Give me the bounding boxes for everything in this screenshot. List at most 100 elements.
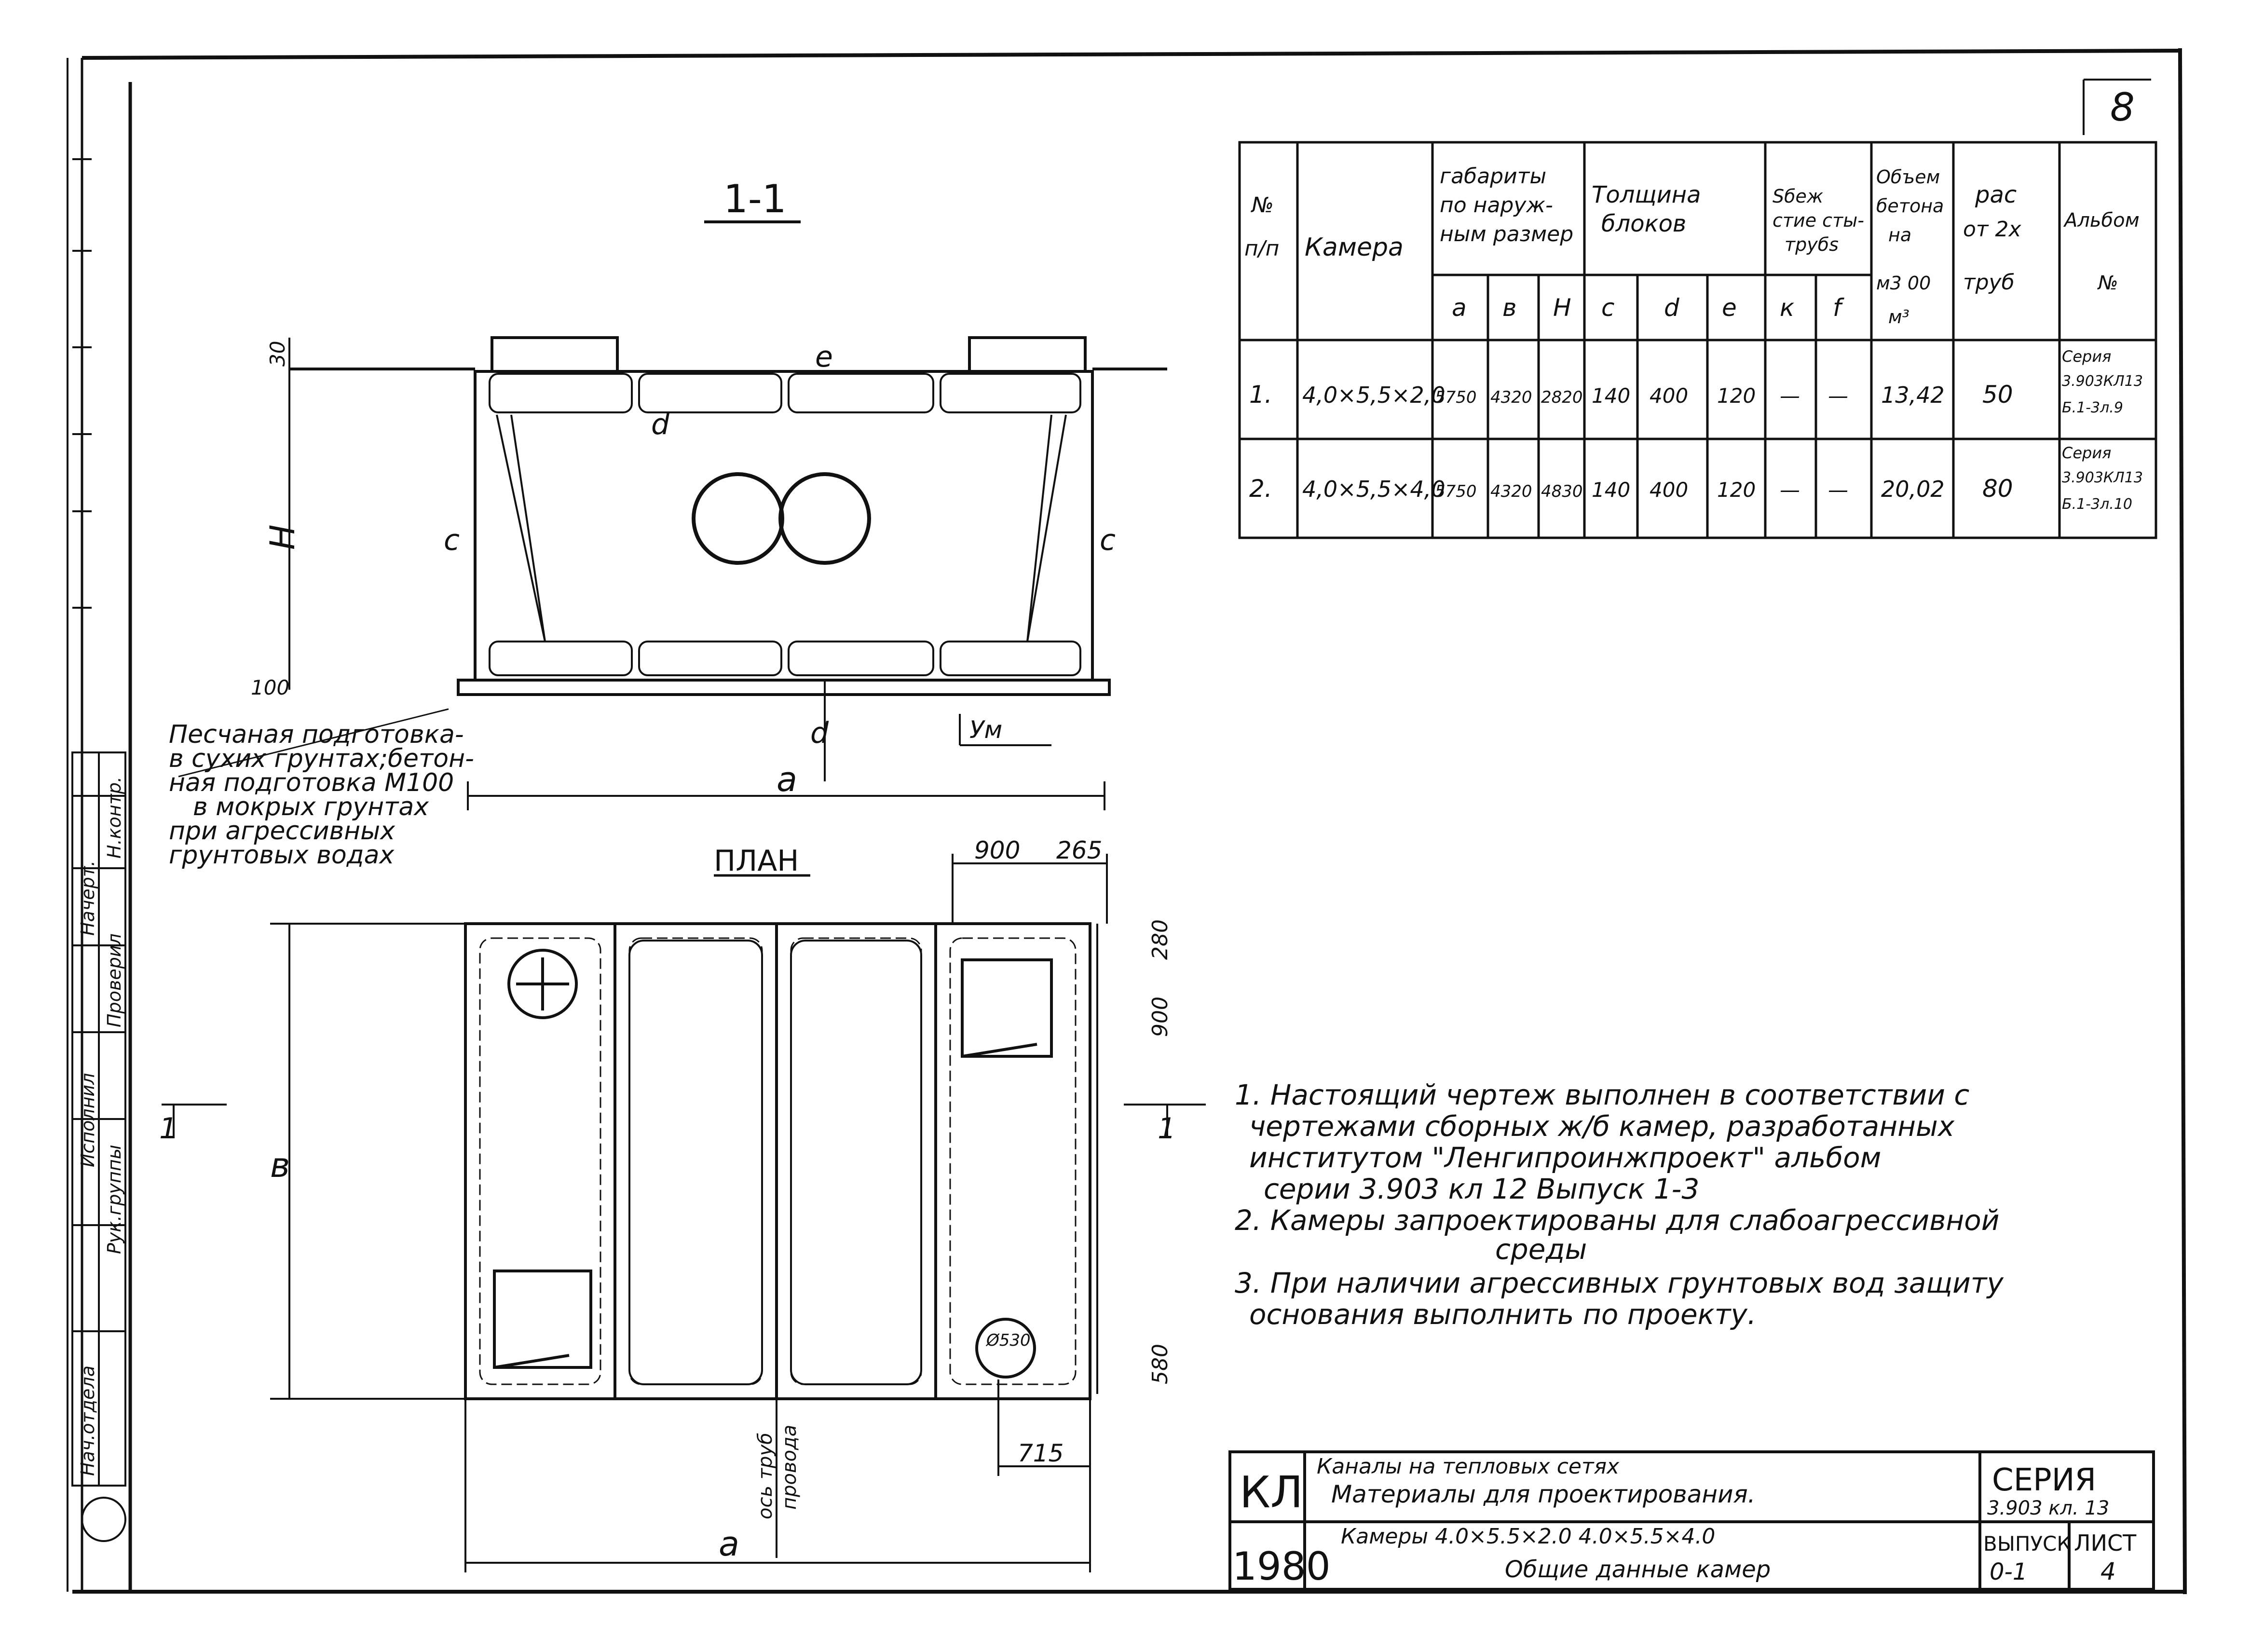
side-stamp-label: Исполнил bbox=[77, 1073, 98, 1167]
note-line: 3. При наличии агрессивных грунтовых вод… bbox=[1235, 1267, 2004, 1299]
stamp-issue-label: ВЫПУСК bbox=[1983, 1532, 2071, 1556]
table-cell: Серия bbox=[2062, 444, 2111, 462]
table-cell: Б.1-3л.9 bbox=[2062, 399, 2123, 416]
stamp-sheet-label: ЛИСТ bbox=[2074, 1530, 2137, 1556]
note-line: основания выполнить по проекту. bbox=[1249, 1298, 1756, 1331]
ground-level: Ум bbox=[969, 716, 1002, 744]
label-b: в bbox=[270, 1146, 290, 1185]
table-cell: 4,0×5,5×4,0 bbox=[1302, 476, 1445, 502]
stamp-series-label: СЕРИЯ bbox=[1992, 1462, 2096, 1498]
section-mark-right: 1 bbox=[1158, 1112, 1176, 1146]
bedding-note-line: при агрессивных bbox=[169, 817, 395, 846]
note-line: 2. Камеры запроектированы для слабоагрес… bbox=[1235, 1204, 1999, 1237]
bedding-note-line: Песчаная подготовка- bbox=[169, 720, 464, 749]
note-line: чертежами сборных ж/б камер, разработанн… bbox=[1249, 1110, 1955, 1143]
bedding-note-line: грунтовых водах bbox=[169, 841, 395, 870]
stamp-title-line: Общие данные камер bbox=[1505, 1556, 1771, 1583]
table-cell: 2820 bbox=[1541, 388, 1583, 407]
section-pipes bbox=[692, 472, 871, 565]
section-dimensions bbox=[288, 338, 1105, 810]
table-cell: — bbox=[1828, 478, 1848, 502]
table-cell: 4320 bbox=[1490, 482, 1532, 501]
stamp-sheet-value: 4 bbox=[2100, 1557, 2116, 1585]
stamp-title-line: Камеры 4.0×5.5×2.0 4.0×5.5×4.0 bbox=[1341, 1524, 1715, 1549]
th-sub: в bbox=[1502, 294, 1516, 322]
th-sub: f bbox=[1833, 294, 1844, 322]
th-sbeg: трубs bbox=[1785, 234, 1839, 255]
th-album: № bbox=[2097, 272, 2118, 294]
stamp-issue-value: 0-1 bbox=[1990, 1558, 2027, 1585]
table-cell: — bbox=[1828, 384, 1848, 408]
table-cell: 3.903КЛ13 bbox=[2062, 469, 2143, 486]
th-gabarity: габариты bbox=[1440, 164, 1546, 189]
bedding-note-line: ная подготовка М100 bbox=[169, 768, 454, 797]
dim-900-side: 900 bbox=[1148, 997, 1173, 1037]
label-d-bottom: d bbox=[810, 716, 829, 750]
table-cell: 80 bbox=[1982, 475, 2013, 503]
table-cell: 3.903КЛ13 bbox=[2062, 373, 2143, 390]
parameters-table: № п/п Камера габариты по наруж- ным разм… bbox=[1238, 141, 2157, 539]
side-stamp-label: Рук.группы bbox=[104, 1145, 125, 1254]
table-cell: 13,42 bbox=[1881, 382, 1945, 408]
plan-outline bbox=[464, 922, 1091, 1400]
section-mark-left: 1 bbox=[159, 1112, 177, 1146]
note-line: 1. Настоящий чертеж выполнен в соответст… bbox=[1235, 1079, 1969, 1111]
th-num: № bbox=[1250, 193, 1274, 218]
th-rast: труб bbox=[1963, 270, 2015, 295]
label-a-section: a bbox=[777, 760, 797, 799]
th-sub: к bbox=[1780, 294, 1794, 322]
note-line: серии 3.903 кл 12 Выпуск 1-3 bbox=[1264, 1173, 1699, 1205]
label-c-right: c bbox=[1100, 523, 1116, 557]
side-stamp-label: Проверил bbox=[104, 933, 125, 1027]
plan-solid-inner bbox=[628, 940, 922, 1385]
bedding-note-line: в сухих грунтах;бетон- bbox=[169, 744, 474, 773]
plan-title: ПЛАН bbox=[714, 844, 799, 878]
th-tolshchina: Толщина bbox=[1592, 181, 1701, 208]
table-cell: 400 bbox=[1650, 478, 1688, 502]
sheet-number: 8 bbox=[2110, 85, 2135, 130]
th-sbeg: стие сты- bbox=[1773, 210, 1864, 231]
plan-view: ПЛАН Ø530 bbox=[159, 836, 1206, 1572]
section-outline bbox=[289, 336, 1167, 696]
side-stamp-label: Н.контр. bbox=[104, 777, 125, 859]
th-obem: м³ bbox=[1888, 306, 1909, 328]
label-d-top: d bbox=[651, 408, 670, 441]
table-row: 1. 4,0×5,5×2,0 5750 4320 2820 140 400 12… bbox=[1249, 347, 2143, 416]
th-gabarity: по наруж- bbox=[1440, 193, 1553, 218]
th-obem: м3 00 bbox=[1876, 273, 1931, 294]
th-sub: a bbox=[1452, 294, 1467, 322]
bedding-note-line: в мокрых грунтах bbox=[193, 792, 429, 821]
label-a-plan: a bbox=[719, 1524, 739, 1564]
th-obem: бетона bbox=[1876, 195, 1944, 217]
table-cell: 4830 bbox=[1541, 482, 1583, 501]
table-cell: Серия bbox=[2062, 347, 2111, 366]
th-obem: на bbox=[1888, 224, 1911, 246]
side-stamp-label: Начерт. bbox=[77, 860, 98, 936]
plan-hatches bbox=[493, 949, 1053, 1379]
th-num: п/п bbox=[1244, 236, 1279, 261]
stamp-title-line: Материалы для проектирования. bbox=[1331, 1480, 1756, 1508]
table-cell: 50 bbox=[1982, 381, 2013, 409]
dim-30: 30 bbox=[266, 341, 289, 367]
dim-580: 580 bbox=[1148, 1344, 1173, 1384]
side-stamp bbox=[71, 158, 126, 1542]
note-line: среды bbox=[1495, 1233, 1587, 1266]
section-title: 1-1 bbox=[723, 177, 787, 221]
table-cell: 4320 bbox=[1490, 388, 1532, 407]
label-e: e bbox=[815, 340, 833, 374]
stamp-title-line: Каналы на тепловых сетях bbox=[1317, 1454, 1620, 1479]
table-cell: 1. bbox=[1249, 381, 1272, 409]
th-sub: e bbox=[1722, 294, 1737, 322]
th-sub: d bbox=[1664, 294, 1679, 322]
side-stamp-labels: Нач.отдела Рук.группы Исполнил Проверил … bbox=[77, 777, 125, 1476]
label-c-left: c bbox=[444, 523, 460, 557]
stamp-year: 1980 bbox=[1232, 1544, 1331, 1589]
table-cell: 2. bbox=[1249, 475, 1272, 503]
notes: 1. Настоящий чертеж выполнен в соответст… bbox=[1235, 1079, 2004, 1331]
title-stamp: КЛ 1980 Каналы на тепловых сетях Материа… bbox=[1228, 1450, 2155, 1591]
side-stamp-label: Нач.отдела bbox=[77, 1365, 98, 1476]
stamp-series-value: 3.903 кл. 13 bbox=[1987, 1497, 2109, 1519]
dim-265: 265 bbox=[1056, 836, 1102, 864]
stamp-code: КЛ bbox=[1240, 1467, 1303, 1518]
